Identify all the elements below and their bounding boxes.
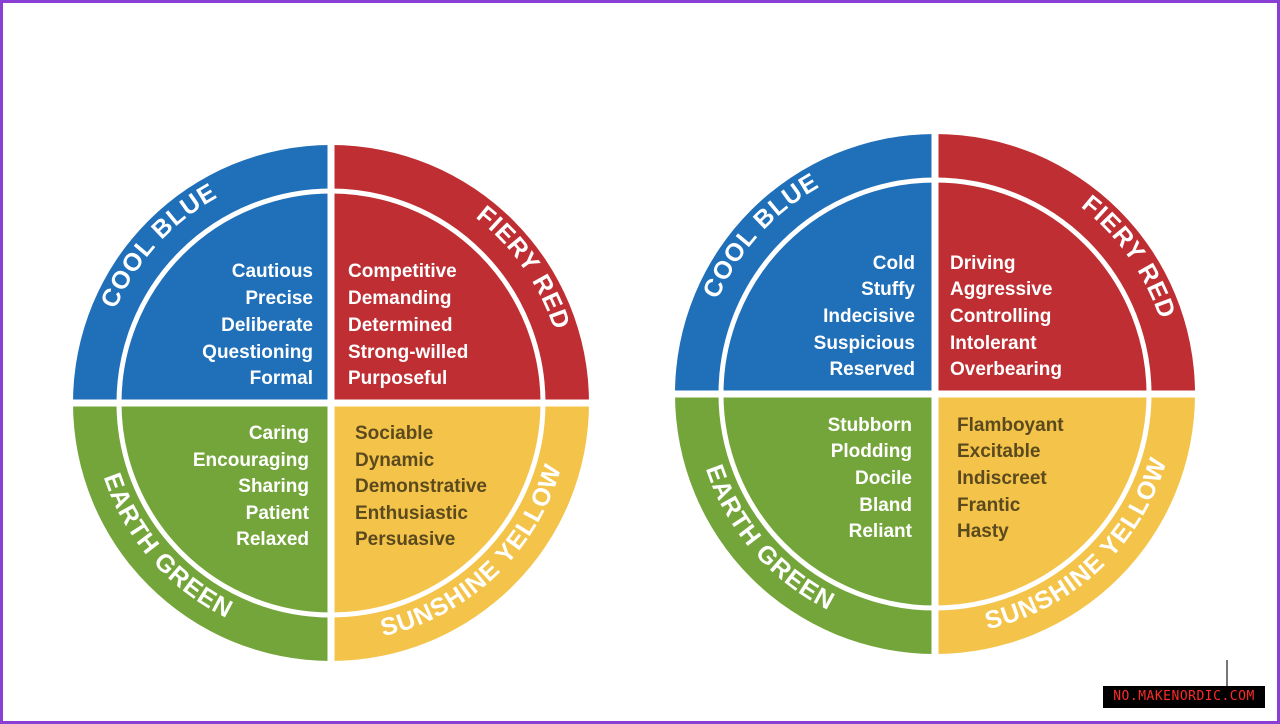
trait: Sociable [355, 423, 433, 444]
trait: Reliant [849, 521, 913, 542]
watermark-badge: NO.MAKENORDIC.COM [1103, 686, 1265, 708]
trait: Overbearing [950, 359, 1062, 380]
trait: Indiscreet [957, 468, 1047, 489]
trait: Competitive [348, 261, 457, 282]
trait: Persuasive [355, 529, 455, 550]
trait: Hasty [957, 521, 1009, 542]
quadrant-blue [73, 145, 331, 403]
trait: Relaxed [236, 529, 309, 550]
trait: Cautious [232, 261, 313, 282]
trait: Deliberate [221, 315, 313, 336]
quadrant-yellow [331, 403, 589, 661]
trait: Frantic [957, 495, 1021, 516]
trait: Questioning [202, 342, 313, 363]
trait: Stubborn [828, 415, 912, 436]
trait: Formal [250, 368, 313, 389]
trait: Caring [249, 423, 309, 444]
trait: Encouraging [193, 450, 309, 471]
traits-yellow: Flamboyant Excitable Indiscreet Frantic … [957, 415, 1064, 542]
trait: Strong-willed [348, 342, 468, 363]
trait: Dynamic [355, 450, 435, 471]
traits-blue: Cautious Precise Deliberate Questioning … [202, 261, 313, 389]
trait: Precise [245, 288, 313, 309]
quadrant-blue [675, 134, 935, 394]
wheel-strengths: COOL BLUE FIERY RED EARTH GREEN SUNSHINE… [68, 140, 594, 666]
quadrant-green [73, 403, 331, 661]
traits-yellow: Sociable Dynamic Demonstrative Enthusias… [355, 423, 487, 550]
trait: Docile [855, 468, 912, 489]
trait: Cold [873, 253, 915, 274]
trait: Bland [859, 495, 912, 516]
traits-red: Driving Aggressive Controlling Intoleran… [950, 253, 1062, 380]
trait: Flamboyant [957, 415, 1064, 436]
trait: Demanding [348, 288, 451, 309]
trait: Plodding [831, 441, 912, 462]
quadrant-red [331, 145, 589, 403]
traits-green: Stubborn Plodding Docile Bland Reliant [828, 415, 913, 542]
quadrant-red [935, 134, 1195, 394]
trait: Indecisive [823, 306, 915, 327]
quadrant-green [675, 394, 935, 654]
trait: Stuffy [861, 279, 915, 300]
traits-green: Caring Encouraging Sharing Patient Relax… [193, 423, 310, 550]
corner-divider-line [1226, 660, 1228, 690]
trait: Purposeful [348, 368, 447, 389]
trait: Demonstrative [355, 476, 487, 497]
traits-blue: Cold Stuffy Indecisive Suspicious Reserv… [814, 253, 916, 380]
quadrant-yellow [935, 394, 1195, 654]
trait: Sharing [238, 476, 309, 497]
trait: Determined [348, 315, 453, 336]
traits-red: Competitive Demanding Determined Strong-… [348, 261, 468, 389]
trait: Intolerant [950, 333, 1037, 354]
trait: Controlling [950, 306, 1051, 327]
trait: Reserved [829, 359, 915, 380]
trait: Suspicious [814, 333, 915, 354]
trait: Aggressive [950, 279, 1052, 300]
trait: Patient [246, 503, 310, 524]
trait: Driving [950, 253, 1015, 274]
trait: Excitable [957, 441, 1040, 462]
wheel-weaknesses: COOL BLUE FIERY RED EARTH GREEN SUNSHINE… [670, 129, 1200, 659]
trait: Enthusiastic [355, 503, 468, 524]
